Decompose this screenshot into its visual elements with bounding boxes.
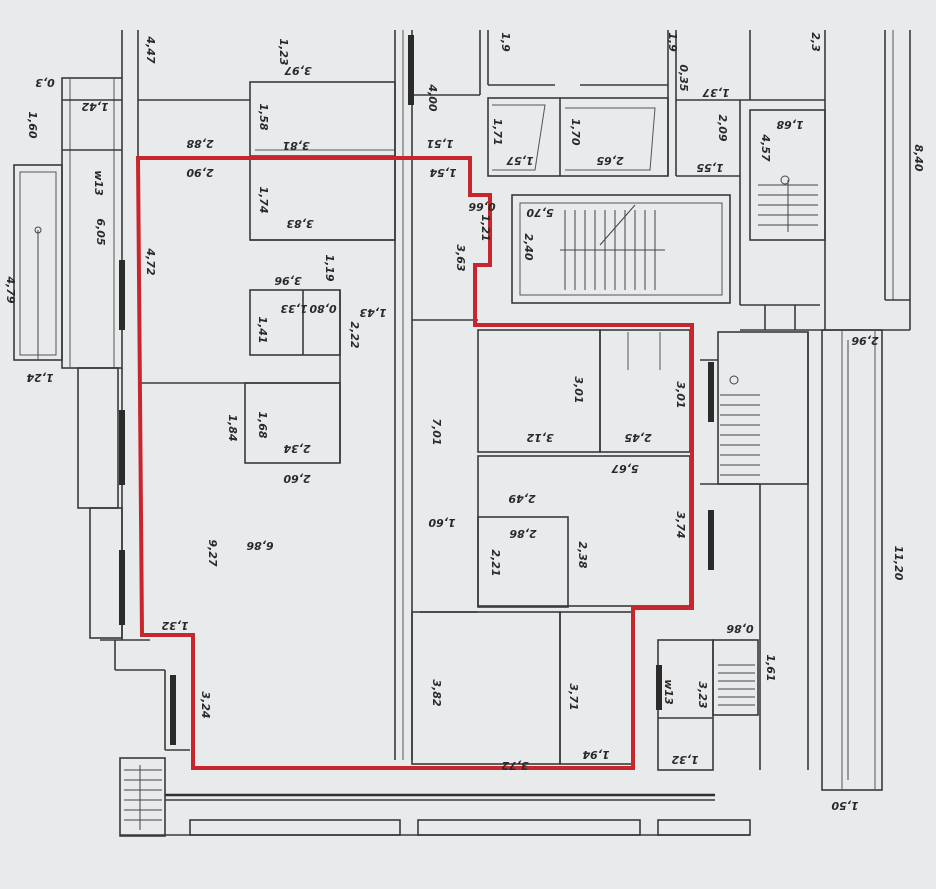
dimension-label-2-90: 2,90 <box>186 166 213 179</box>
dimension-label-5-70: 5,70 <box>526 206 553 219</box>
stair-southwest <box>119 757 166 837</box>
dimension-label-4-00: 4,00 <box>426 83 439 111</box>
dimension-label-1-74: 1,74 <box>257 186 270 213</box>
room-top-left <box>249 81 396 241</box>
dimension-labels: 4,47 1,233,97 1,58 3,81 2,88 2,90 1,74 3,83 4,72… <box>4 32 925 812</box>
dimension-label-3-71: 3,71 <box>567 683 580 710</box>
dimension-label-2-86: 2,86 <box>509 527 536 540</box>
dimension-label-2-38: 2,38 <box>576 541 589 568</box>
dimension-label-0-3: 0,3 <box>35 76 55 89</box>
stairwell-center <box>511 194 731 304</box>
dimension-label-2-88: 2,88 <box>186 137 213 150</box>
dimension-label-4-79: 4,79 <box>4 275 17 303</box>
dimension-label-w13b: w13 <box>662 679 675 705</box>
dimension-label-3-97: 3,97 <box>284 64 311 77</box>
dimension-label-3-23: 3,23 <box>696 681 709 708</box>
left-corridor <box>61 77 123 369</box>
dimension-label-2-21: 2,21 <box>489 549 502 576</box>
dimension-label-1-50: 1,50 <box>831 799 858 812</box>
dimension-label-3-83: 3,83 <box>286 217 313 230</box>
dimension-label-1-61: 1,61 <box>764 654 777 681</box>
dimension-label-1-9b: 1,9 <box>666 32 679 52</box>
dimension-label-4-47: 4,47 <box>144 35 157 63</box>
dimension-label-1-51: 1,51 <box>426 137 453 150</box>
dimension-label-0-86: 0,86 <box>726 622 753 635</box>
dimension-label-1-57: 1,57 <box>506 154 533 167</box>
dimension-label-2-22: 2,22 <box>348 321 361 348</box>
dimension-label-3-24: 3,24 <box>199 691 212 718</box>
dimension-label-8-40: 8,40 <box>912 144 925 171</box>
dimension-label-2-60: 2,60 <box>283 472 310 485</box>
dimension-label-3-81: 3,81 <box>282 139 309 152</box>
dimension-label-3-74: 3,74 <box>674 511 687 538</box>
dimension-label-0-66: 0,66 <box>468 200 495 213</box>
dimension-label-0-80: 0,80 <box>309 302 336 315</box>
dimension-label-2-45: 2,45 <box>624 431 651 444</box>
dimension-label-1-68b: 1,68 <box>776 118 803 131</box>
dimension-label-5-67: 5,67 <box>611 462 638 475</box>
dimension-label-3-82: 3,82 <box>430 679 443 706</box>
dimension-label-1-32b: 1,32 <box>671 753 698 766</box>
dimension-label-2-65: 2,65 <box>596 154 623 167</box>
dimension-label-2-96: 2,96 <box>851 334 878 347</box>
dimension-label-1-19: 1,19 <box>323 254 336 281</box>
dimension-label-1-71: 1,71 <box>491 118 504 145</box>
dimension-label-9-27: 9,27 <box>206 539 219 566</box>
dimension-label-3-12: 3,12 <box>526 431 553 444</box>
dimension-label-1-24: 1,24 <box>26 371 53 384</box>
dimension-label-1-60b: 1,60 <box>428 516 455 529</box>
dimension-label-4-72: 4,72 <box>144 247 157 275</box>
dimension-label-1-94: 1,94 <box>582 748 609 761</box>
dimension-label-3-01b: 3,01 <box>674 381 687 408</box>
dimension-label-2-34: 2,34 <box>283 442 310 455</box>
dimension-label-1-21: 1,21 <box>479 214 492 241</box>
dimension-label-1-43: 1,43 <box>359 306 386 319</box>
dimension-label-1-68a: 1,68 <box>256 411 269 438</box>
stair-east <box>717 331 809 485</box>
dimension-label-2-49: 2,49 <box>508 492 535 505</box>
dimension-label-1-23: 1,23 <box>277 38 290 65</box>
dimension-label-w13a: w13 <box>92 170 105 196</box>
dimension-label-1-42: 1,42 <box>81 100 108 113</box>
stairs <box>34 175 849 830</box>
dimension-label-1-32a: 1,32 <box>161 619 188 632</box>
windows <box>119 35 714 745</box>
highlighted-premises-outline <box>135 156 694 770</box>
dimension-label-11-20: 11,20 <box>892 546 905 581</box>
dimension-label-1-84: 1,84 <box>226 414 239 441</box>
dimension-label-3-63: 3,63 <box>454 244 467 271</box>
dimension-label-2-09: 2,09 <box>716 114 729 141</box>
dimension-label-1-55: 1,55 <box>696 161 723 174</box>
dimension-label-1-37: 1,37 <box>702 86 729 99</box>
dimension-label-3-72: 3,72 <box>501 759 528 772</box>
walls <box>13 30 911 837</box>
dimension-label-7-01: 7,01 <box>430 418 443 445</box>
dimension-label-3-01a: 3,01 <box>572 376 585 403</box>
dimension-label-6-05: 6,05 <box>94 218 107 245</box>
dimension-label-1-58: 1,58 <box>257 103 270 130</box>
dimension-label-1-41: 1,41 <box>256 316 269 343</box>
dimension-label-4-57: 4,57 <box>759 133 772 161</box>
dimension-label-2-3: 2,3 <box>809 32 822 52</box>
dimension-label-1-9a: 1,9 <box>499 32 512 52</box>
dimension-label-3-96: 3,96 <box>274 274 301 287</box>
room-mid-d <box>477 516 569 608</box>
dimension-label-1-54: 1,54 <box>429 166 456 179</box>
dimension-label-0-35: 0,35 <box>677 64 690 91</box>
dimension-label-1-33: 1,33 <box>280 302 307 315</box>
dimension-label-2-40: 2,40 <box>522 233 535 260</box>
dimension-label-1-60a: 1,60 <box>26 111 39 138</box>
dimension-label-6-86: 6,86 <box>246 539 273 552</box>
dimension-label-1-70: 1,70 <box>569 118 582 145</box>
right-corridor <box>821 329 883 791</box>
